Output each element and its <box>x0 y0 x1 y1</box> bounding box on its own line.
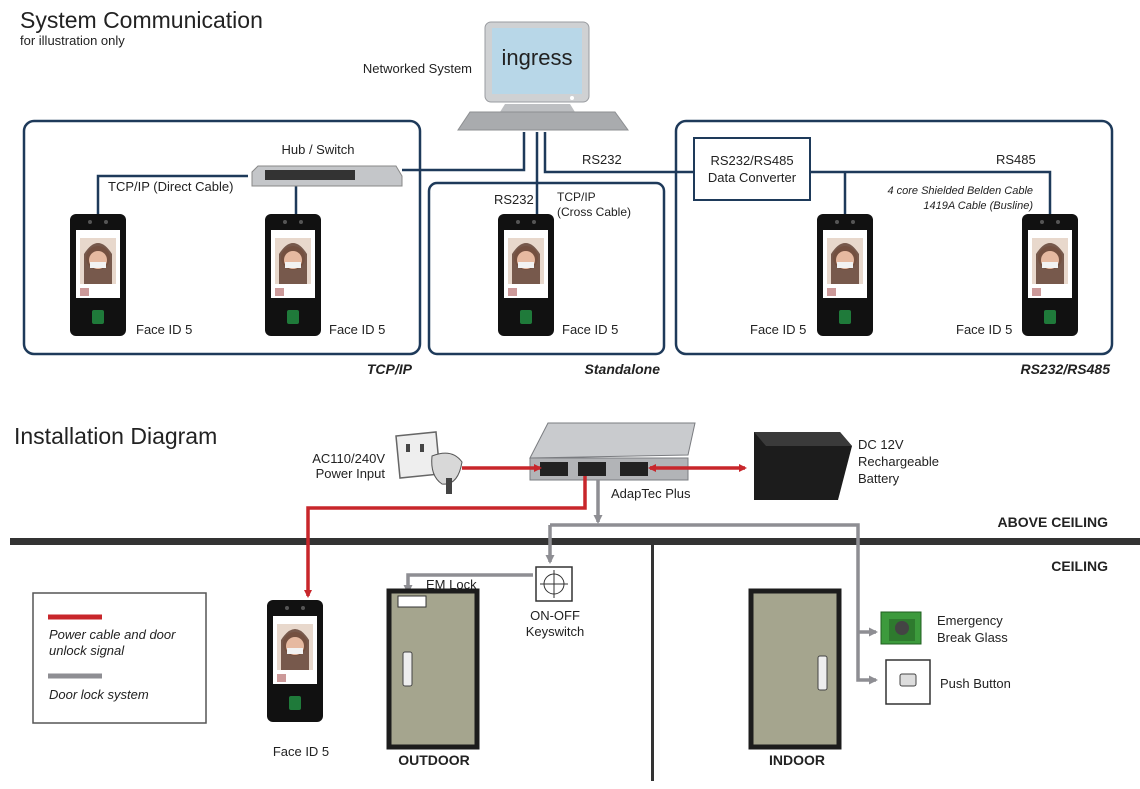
break-glass-label-1: Emergency <box>937 613 1003 628</box>
face-id-device-5 <box>1022 214 1078 336</box>
battery-icon <box>754 432 852 500</box>
hub-label: Hub / Switch <box>282 142 355 157</box>
network-cables <box>96 132 1052 214</box>
device-label-5: Face ID 5 <box>956 322 1012 337</box>
rs232-standalone-label: RS232 <box>494 192 534 207</box>
above-ceiling-label: ABOVE CEILING <box>998 514 1109 530</box>
system-title: System Communication <box>20 7 263 33</box>
face-id-device-install <box>267 600 323 722</box>
power-cables <box>304 464 747 598</box>
rs485-label: RS485 <box>996 152 1036 167</box>
face-id-device-2 <box>265 214 321 336</box>
device-label-1: Face ID 5 <box>136 322 192 337</box>
push-button-label: Push Button <box>940 676 1011 691</box>
break-glass-label-2: Break Glass <box>937 630 1008 645</box>
section-tcpip-label: TCP/IP <box>367 361 413 377</box>
section-standalone-label: Standalone <box>585 361 661 377</box>
data-converter-box <box>693 137 811 201</box>
door-handle-icon <box>817 655 828 691</box>
ingress-logo: ingress <box>502 45 573 70</box>
ceiling-line <box>10 538 1140 545</box>
rs-frame <box>674 119 1114 356</box>
push-button-icon <box>885 659 931 705</box>
tcpip-cross-label-1: TCP/IP <box>557 190 596 204</box>
cable-label-1: 4 core Shielded Belden Cable <box>887 185 1033 197</box>
cable-label-2: 1419A Cable (Busline) <box>923 200 1033 212</box>
device-label-2: Face ID 5 <box>329 322 385 337</box>
em-lock-label: EM Lock <box>426 577 477 592</box>
section-rs-label: RS232/RS485 <box>1020 361 1110 377</box>
legend-power-label-2: unlock signal <box>49 643 125 658</box>
keyswitch-label-1: ON-OFF <box>530 608 580 623</box>
networked-system-label: Networked System <box>363 61 472 76</box>
converter-label-1: RS232/RS485 <box>710 153 793 168</box>
keyswitch-icon <box>535 566 573 602</box>
ceiling-label: CEILING <box>1051 558 1108 574</box>
converter-label-2: Data Converter <box>708 170 797 185</box>
rs232-label: RS232 <box>582 152 622 167</box>
outdoor-label: OUTDOOR <box>398 752 470 768</box>
battery-label-3: Battery <box>858 471 900 486</box>
face-id-device-1 <box>70 214 126 336</box>
tcpip-cross-label-2: (Cross Cable) <box>557 205 631 219</box>
wall-divider <box>651 545 654 781</box>
system-subtitle: for illustration only <box>20 33 125 48</box>
lock-cables <box>403 480 878 685</box>
standalone-frame <box>427 181 666 356</box>
adaptec-label: AdapTec Plus <box>611 486 691 501</box>
install-title: Installation Diagram <box>14 423 217 449</box>
face-id-device-3 <box>498 214 554 336</box>
battery-label-2: Rechargeable <box>858 454 939 469</box>
break-glass-icon <box>880 611 922 645</box>
legend-lock-label: Door lock system <box>49 687 149 702</box>
device-label-4: Face ID 5 <box>750 322 806 337</box>
power-input-label-2: Power Input <box>316 466 386 481</box>
outdoor-door <box>386 588 480 750</box>
device-label-install: Face ID 5 <box>273 744 329 759</box>
adaptec-unit-icon <box>529 422 696 481</box>
door-handle-icon <box>402 651 413 687</box>
keyswitch-label-2: Keyswitch <box>526 624 585 639</box>
em-lock-icon <box>397 595 427 608</box>
monitor-icon <box>457 21 629 131</box>
battery-label-1: DC 12V <box>858 437 904 452</box>
power-input-label-1: AC110/240V <box>312 451 385 466</box>
hub-switch-icon <box>251 165 403 187</box>
face-id-device-4 <box>817 214 873 336</box>
indoor-label: INDOOR <box>769 752 825 768</box>
tcpip-direct-label: TCP/IP (Direct Cable) <box>108 179 233 194</box>
legend-box <box>32 592 207 724</box>
legend-power-label-1: Power cable and door <box>49 627 176 642</box>
device-label-3: Face ID 5 <box>562 322 618 337</box>
tcpip-frame <box>22 119 422 356</box>
power-outlet-icon <box>395 431 463 494</box>
